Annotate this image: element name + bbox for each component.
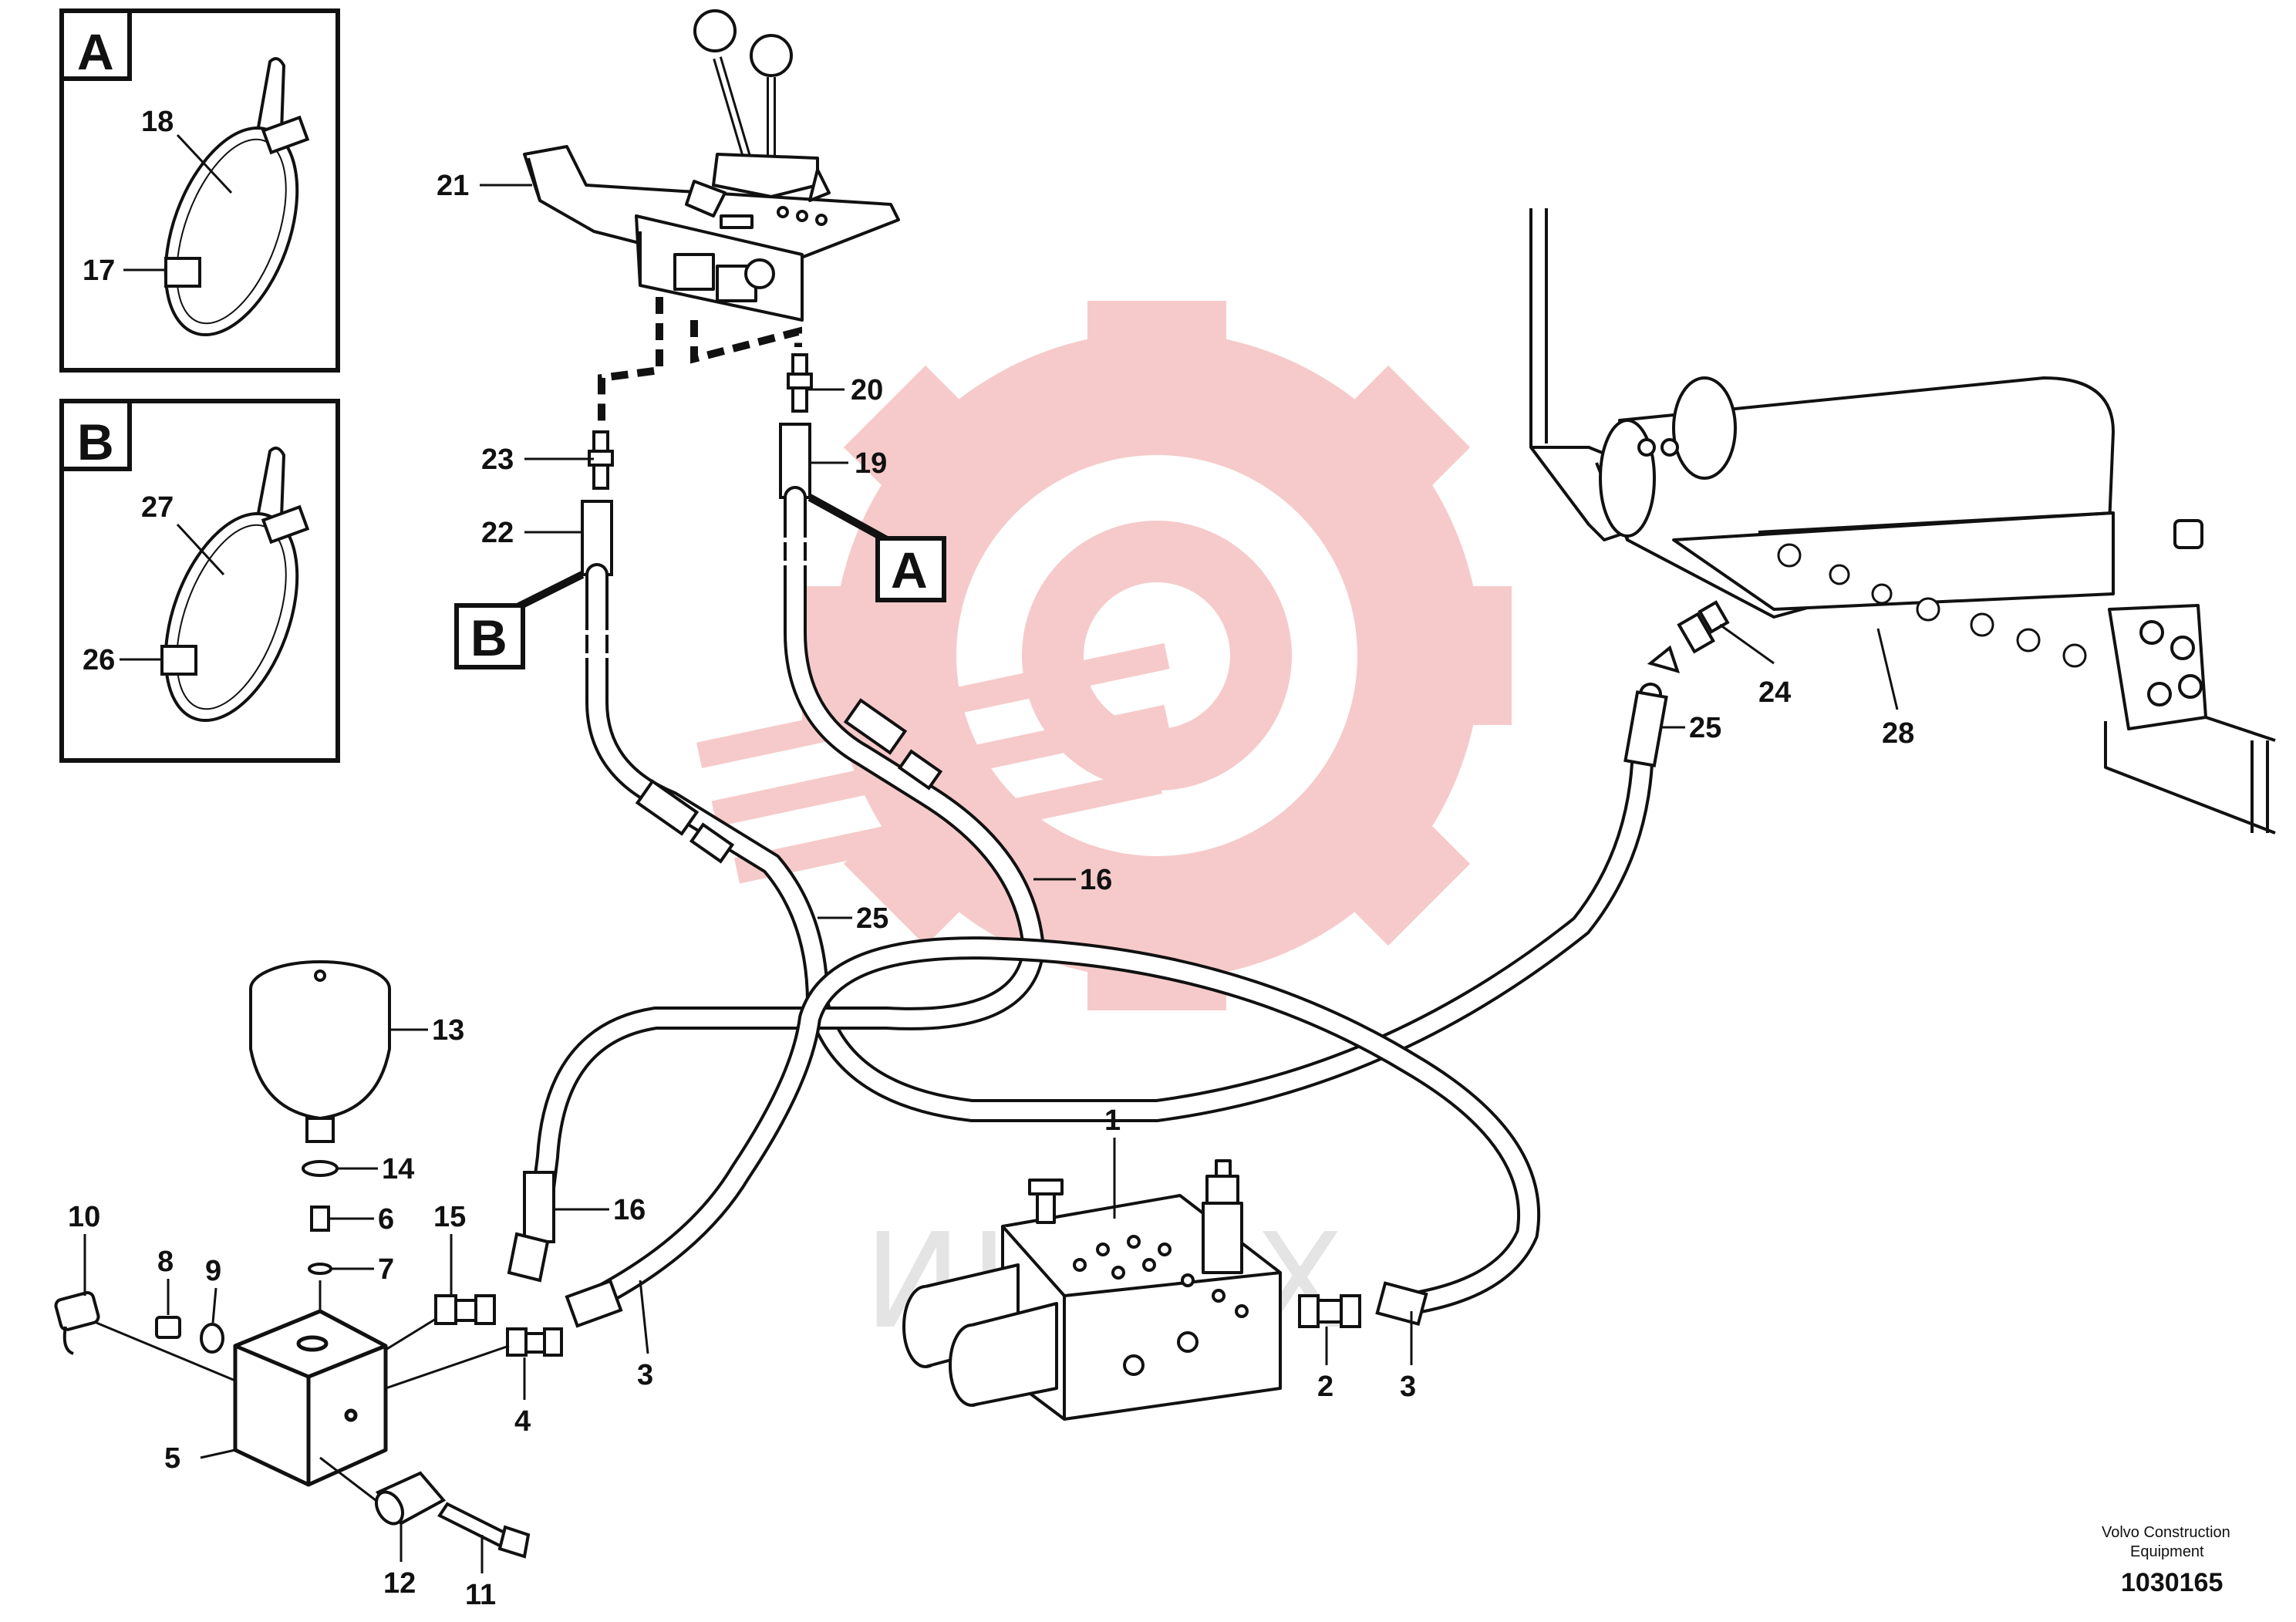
callout-14: 14 (382, 1153, 414, 1185)
cable-tie-loop-b (164, 511, 299, 723)
tag-a-pointer (807, 494, 889, 544)
leader-28 (1876, 628, 1899, 710)
callout-22: 22 (481, 517, 514, 549)
callout-2: 2 (1317, 1371, 1333, 1403)
leader-24 (1719, 623, 1775, 665)
hose-couplings (507, 690, 1668, 1328)
fitting-2 (1298, 1294, 1361, 1328)
callout-25a: 25 (856, 902, 888, 935)
left-plug-parts (54, 1291, 224, 1355)
control-lever-unit (523, 9, 900, 322)
inset-b-letter: B (77, 413, 114, 470)
hose-break-marks (582, 538, 810, 658)
axis-line-4 (385, 1344, 510, 1390)
cable-tie-loop-a (164, 126, 299, 337)
drawing-number: 1030165 (2121, 1568, 2223, 1597)
callout-24: 24 (1758, 676, 1791, 709)
lever-knob-left (693, 9, 737, 52)
pressure-check (1202, 1202, 1243, 1274)
loose-bushing (2173, 519, 2203, 549)
callout-16a: 16 (1080, 864, 1112, 896)
callout-28: 28 (1882, 717, 1914, 750)
fitting-15 (434, 1294, 457, 1325)
callout-5: 5 (164, 1442, 180, 1475)
hose-end-3-right (1375, 1281, 1428, 1327)
axis-line-15 (385, 1317, 437, 1351)
cylinder-end (1599, 419, 1656, 538)
callout-10: 10 (68, 1201, 100, 1233)
credit-line-2: Equipment (2130, 1543, 2204, 1560)
callout-4: 4 (514, 1405, 531, 1438)
inset-a-letter: A (77, 23, 114, 80)
fittings-upper (581, 353, 813, 576)
callout-9: 9 (205, 1255, 221, 1287)
leader-18 (176, 133, 233, 194)
hose-end-3-left (565, 1279, 623, 1328)
callout-19: 19 (855, 447, 887, 480)
callout-16b: 16 (613, 1194, 646, 1226)
callout-23: 23 (481, 443, 514, 476)
manifold-block-5 (233, 1309, 388, 1487)
callout-15: 15 (433, 1201, 466, 1233)
fitting-24 (1647, 600, 1730, 673)
cylinder-ports (1777, 543, 2087, 668)
inset-b-letter-box (59, 399, 132, 471)
pilot-lines-dashed (598, 297, 802, 428)
tag-b-box (454, 603, 525, 669)
callout-21: 21 (437, 170, 469, 202)
leader-5 (200, 1448, 236, 1459)
tag-b-letter: B (470, 609, 507, 666)
plug-8 (155, 1316, 181, 1339)
fitting-4 (506, 1327, 528, 1357)
inset-b (59, 399, 340, 763)
callout-17: 17 (83, 255, 115, 287)
inset-a (59, 8, 340, 373)
fitting-23 (592, 430, 609, 453)
inset-b-frame (59, 399, 340, 763)
watermark-swoosh (696, 521, 1292, 884)
credit-line-1: Volvo Construction (2102, 1524, 2230, 1541)
inset-a-frame (59, 8, 340, 373)
lever-knob-right (750, 34, 793, 77)
callout-20: 20 (851, 374, 883, 406)
callout-7: 7 (378, 1253, 394, 1286)
callout-3a: 3 (637, 1359, 653, 1391)
callout-18: 18 (141, 106, 174, 138)
fitting-20 (791, 353, 808, 376)
callout-11: 11 (465, 1579, 496, 1611)
hose-end-25-right (1623, 690, 1668, 767)
bottom-parts (374, 1471, 531, 1559)
axis-line-left (96, 1321, 236, 1382)
boom-cylinder-assembly (1529, 208, 2276, 835)
test-point-10 (54, 1291, 100, 1331)
washer-9 (200, 1323, 224, 1354)
hose-end-16-lower (523, 1171, 555, 1243)
valve-block (902, 1159, 1282, 1421)
leader-27 (176, 523, 225, 576)
o-ring-7 (308, 1263, 332, 1275)
tag-a-letter: A (891, 541, 928, 599)
callout-25b: 25 (1689, 712, 1721, 744)
bolt-11 (437, 1502, 511, 1549)
accumulator (249, 960, 391, 1143)
callout-26: 26 (83, 644, 115, 676)
leader-3a (639, 1280, 649, 1354)
right-fittings (434, 1294, 563, 1357)
plug-6 (310, 1206, 330, 1232)
callout-12: 12 (383, 1567, 416, 1600)
callout-27: 27 (141, 491, 174, 524)
leader-9 (211, 1287, 217, 1324)
tag-a-box (875, 536, 946, 602)
callout-13: 13 (432, 1014, 464, 1047)
callout-3b: 3 (1400, 1371, 1416, 1403)
callout-1: 1 (1104, 1104, 1121, 1137)
callout-8: 8 (157, 1246, 174, 1278)
callout-6: 6 (378, 1203, 394, 1236)
o-ring-14 (302, 1160, 339, 1177)
axis-line-bottom (319, 1456, 386, 1509)
inset-a-letter-box (59, 8, 132, 81)
